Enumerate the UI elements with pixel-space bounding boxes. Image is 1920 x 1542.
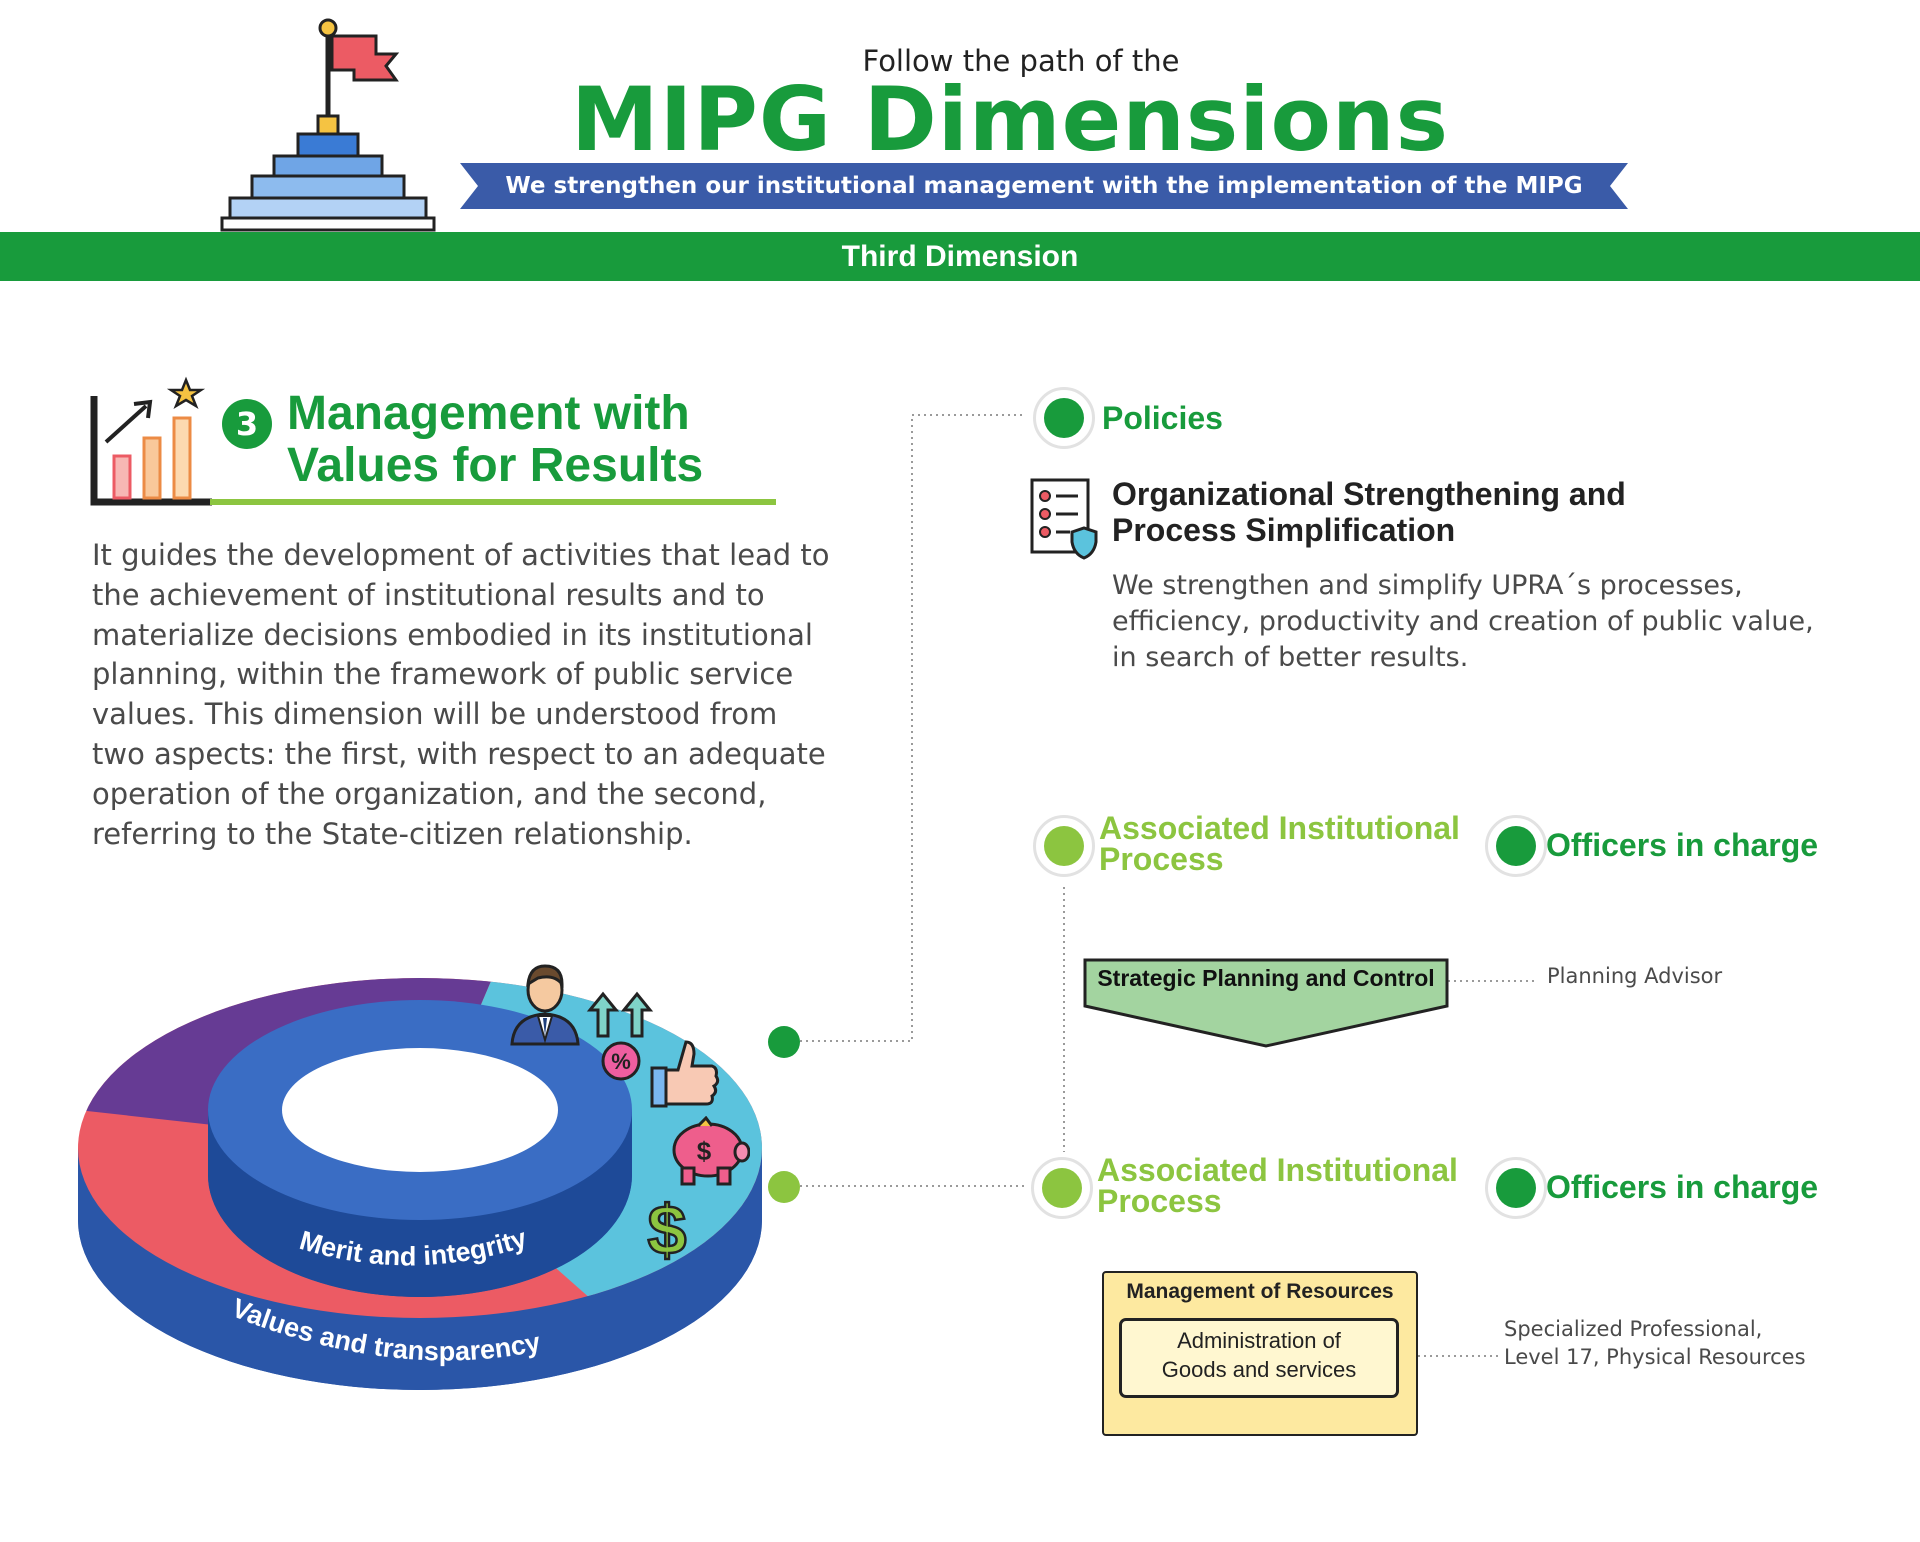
process-label-1: Associated Institutional Process (1099, 810, 1460, 877)
pre-title: Follow the path of the (862, 44, 1180, 78)
policy-description: We strengthen and simplify UPRA´s proces… (1112, 570, 1814, 673)
section-title-line1: Management with (287, 387, 690, 440)
connector-dot-bottom (768, 1171, 800, 1203)
officer-2: Specialized Professional, Level 17, Phys… (1504, 1317, 1806, 1369)
dimension-band (0, 232, 1920, 281)
percent-icon: % (600, 1040, 642, 1082)
section-title-line2: Values for Results (287, 439, 704, 492)
process-name-2: Management of Resources (1126, 1280, 1394, 1303)
thumbs-up-icon (648, 1036, 720, 1110)
svg-text:$: $ (697, 1136, 712, 1166)
officers-bullet-1 (1485, 815, 1547, 877)
subprocess-name: Administration of Goods and services (1161, 1328, 1357, 1382)
checklist-shield-icon (1028, 476, 1100, 560)
subtitle: We strengthen our institutional manageme… (505, 173, 1583, 199)
flag-pyramid-icon (218, 18, 443, 243)
subprocess-box (1119, 1318, 1399, 1398)
policy-title-line1: Organizational Strengthening and (1112, 476, 1626, 512)
svg-text:%: % (611, 1049, 631, 1074)
dollar-icon: $ (642, 1186, 692, 1271)
piggy-bank-icon: $ (664, 1115, 751, 1188)
section-title: Management with Values for Results (287, 388, 807, 492)
section-underline (210, 499, 776, 505)
dimension-band-label: Third Dimension (841, 240, 1079, 273)
policies-bullet (1033, 387, 1095, 449)
arrows-up-icon (586, 990, 656, 1040)
process-bullet-2 (1031, 1157, 1093, 1219)
subtitle-ribbon (460, 163, 1628, 209)
svg-text:$: $ (648, 1191, 687, 1266)
process-label-2: Associated Institutional Process (1097, 1152, 1458, 1219)
process-name-1: Strategic Planning and Control (1097, 965, 1435, 991)
businessman-icon (508, 958, 582, 1046)
chart-growth-icon (88, 376, 216, 510)
officer-1: Planning Advisor (1547, 964, 1723, 988)
page-title: MIPG Dimensions (571, 68, 1449, 171)
officers-bullet-2 (1485, 1157, 1547, 1219)
policy-title: Organizational Strengthening and Process… (1112, 476, 1752, 548)
process-bullet-1 (1033, 815, 1095, 877)
connector-dot-top (768, 1026, 800, 1058)
policies-label: Policies (1102, 400, 1223, 436)
officers-label-1: Officers in charge (1546, 827, 1819, 863)
section-number: 3 (222, 399, 272, 449)
process-pentagon-1 (1083, 958, 1449, 1048)
section-description: It guides the development of activities … (92, 538, 830, 851)
officers-label-2: Officers in charge (1546, 1169, 1819, 1205)
policy-title-line2: Process Simplification (1112, 512, 1456, 548)
